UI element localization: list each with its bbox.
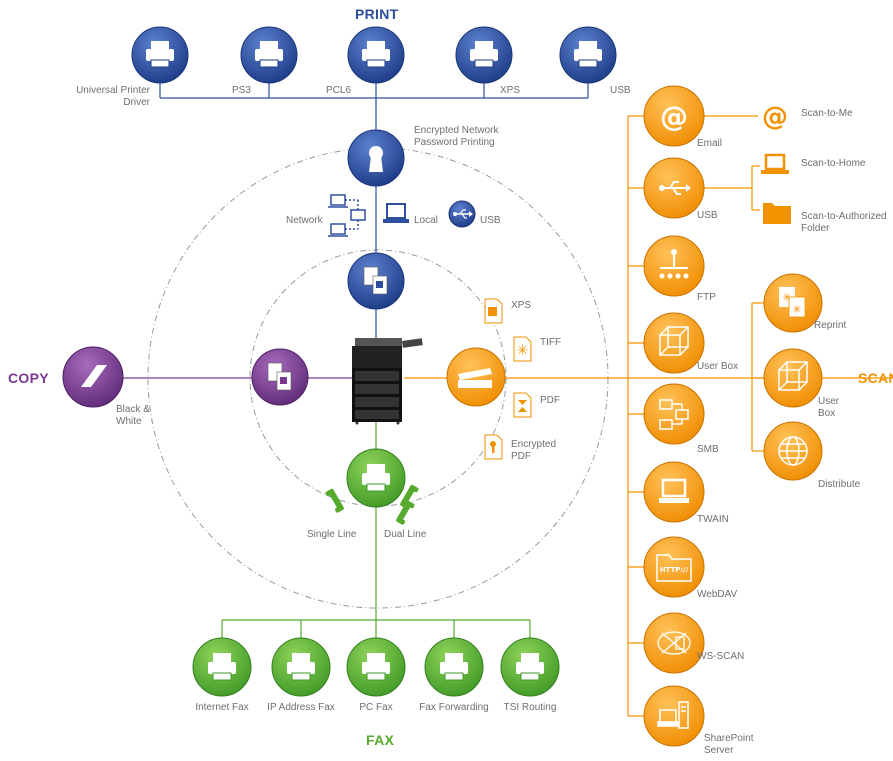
local-label: Local bbox=[414, 215, 438, 226]
email-icon: @ bbox=[643, 85, 705, 147]
svg-text:✳: ✳ bbox=[792, 303, 801, 316]
scan-format-label: Encrypted PDF bbox=[511, 439, 557, 462]
reprint-label: Reprint bbox=[814, 320, 847, 331]
network-label: Network bbox=[286, 215, 323, 226]
webdav-icon: HTTP:// bbox=[643, 536, 705, 598]
document-copy-icon bbox=[251, 348, 309, 406]
scan-destination-label: Email bbox=[697, 138, 723, 149]
fax-icon bbox=[346, 637, 406, 697]
scan-to-home-icon bbox=[761, 153, 789, 174]
svg-text:@: @ bbox=[762, 102, 788, 132]
scan-destination-label: WS-SCAN bbox=[697, 651, 745, 662]
globe-icon bbox=[763, 421, 823, 481]
scan-destination-label: SharePoint Server bbox=[704, 733, 754, 756]
print-section-title: PRINT bbox=[355, 6, 399, 22]
keyhole-icon bbox=[347, 129, 405, 187]
fax-function-label: TSI Routing bbox=[503, 702, 557, 713]
copy-section-title: COPY bbox=[8, 370, 49, 386]
scan-destination-icons: @ HTTP:// bbox=[643, 85, 705, 747]
file-icon-pdf bbox=[513, 392, 532, 418]
scan-destination-label: USB bbox=[697, 210, 718, 221]
svg-text:✳: ✳ bbox=[782, 291, 791, 304]
scan-destination-label: SMB bbox=[697, 444, 719, 455]
usb-icon bbox=[643, 157, 705, 219]
network-icon bbox=[328, 194, 366, 237]
document-print-icon bbox=[347, 252, 405, 310]
print-driver-label: USB bbox=[610, 85, 631, 96]
fax-function-icons bbox=[192, 637, 560, 697]
printer-icon bbox=[131, 26, 189, 84]
user-box-label: User Box bbox=[818, 396, 840, 419]
single-line-label: Single Line bbox=[307, 529, 357, 540]
print-driver-label: Universal Printer Driver bbox=[76, 85, 150, 108]
scan-to-me-label: Scan-to-Me bbox=[801, 108, 853, 119]
fax-function-label: IP Address Fax bbox=[267, 702, 335, 713]
fax-function-label: Fax Forwarding bbox=[419, 702, 489, 713]
mfp-machine-icon bbox=[352, 338, 423, 425]
scan-destination-label: TWAIN bbox=[697, 514, 729, 525]
scan-destination-label: FTP bbox=[697, 292, 716, 303]
fax-icon bbox=[271, 637, 331, 697]
print-driver-label: PS3 bbox=[232, 85, 251, 96]
scan-format-label: TIFF bbox=[540, 337, 562, 348]
printer-icon bbox=[240, 26, 298, 84]
scanner-icon bbox=[446, 347, 506, 407]
scan-to-folder-label: Scan-to-Authorized Folder bbox=[801, 211, 887, 234]
single-line-phone-icon bbox=[325, 488, 344, 513]
scan-destination-label: User Box bbox=[697, 361, 739, 372]
reprint-icon: ✳✳ bbox=[763, 273, 823, 333]
dual-line-label: Dual Line bbox=[384, 529, 427, 540]
fax-icon bbox=[500, 637, 560, 697]
print-driver-icons bbox=[131, 26, 617, 84]
printer-icon bbox=[347, 26, 405, 84]
usb-connection-label: USB bbox=[480, 215, 501, 226]
distribute-label: Distribute bbox=[818, 479, 861, 490]
print-driver-label: XPS bbox=[500, 85, 521, 96]
file-icon-encrypted-pdf bbox=[484, 434, 503, 460]
smb-icon bbox=[643, 383, 705, 445]
fax-section-title: FAX bbox=[366, 732, 395, 748]
scan-to-home-label: Scan-to-Home bbox=[801, 158, 866, 169]
ftp-icon bbox=[643, 235, 705, 297]
svg-text:@: @ bbox=[660, 100, 688, 133]
folder-icon bbox=[763, 203, 791, 224]
fax-machine-icon bbox=[346, 448, 406, 508]
laptop-icon bbox=[383, 203, 409, 223]
scan-format-label: XPS bbox=[511, 300, 532, 311]
fax-function-label: PC Fax bbox=[359, 702, 393, 713]
copy-icon bbox=[62, 346, 124, 408]
svg-text:✳: ✳ bbox=[517, 343, 529, 359]
dual-line-phone-icon bbox=[396, 484, 419, 525]
scan-format-label: PDF bbox=[540, 395, 560, 406]
copy-mode-label: Black & White bbox=[116, 404, 150, 427]
scan-to-me-icon: @ bbox=[759, 100, 791, 132]
encrypted-printing-label: Encrypted Network Password Printing bbox=[414, 125, 499, 148]
scan-section-title: SCAN bbox=[858, 370, 893, 386]
fax-icon bbox=[424, 637, 484, 697]
svg-text:HTTP://: HTTP:// bbox=[660, 566, 689, 574]
fax-function-label: Internet Fax bbox=[195, 702, 249, 713]
file-icon-tiff: ✳ bbox=[513, 336, 532, 362]
user-box-branch-icons: ✳✳ bbox=[763, 273, 823, 481]
usb-icon bbox=[448, 200, 476, 228]
sharepoint-server-icon bbox=[643, 685, 705, 747]
user-box-icon bbox=[763, 348, 823, 408]
fax-icon bbox=[192, 637, 252, 697]
scan-destination-label: WebDAV bbox=[697, 589, 738, 600]
printer-icon bbox=[455, 26, 513, 84]
ws-scan-icon bbox=[643, 612, 705, 674]
user-box-icon bbox=[643, 312, 705, 374]
file-icon-xps bbox=[484, 298, 503, 324]
printer-icon bbox=[559, 26, 617, 84]
twain-icon bbox=[643, 461, 705, 523]
print-driver-label: PCL6 bbox=[326, 85, 352, 96]
